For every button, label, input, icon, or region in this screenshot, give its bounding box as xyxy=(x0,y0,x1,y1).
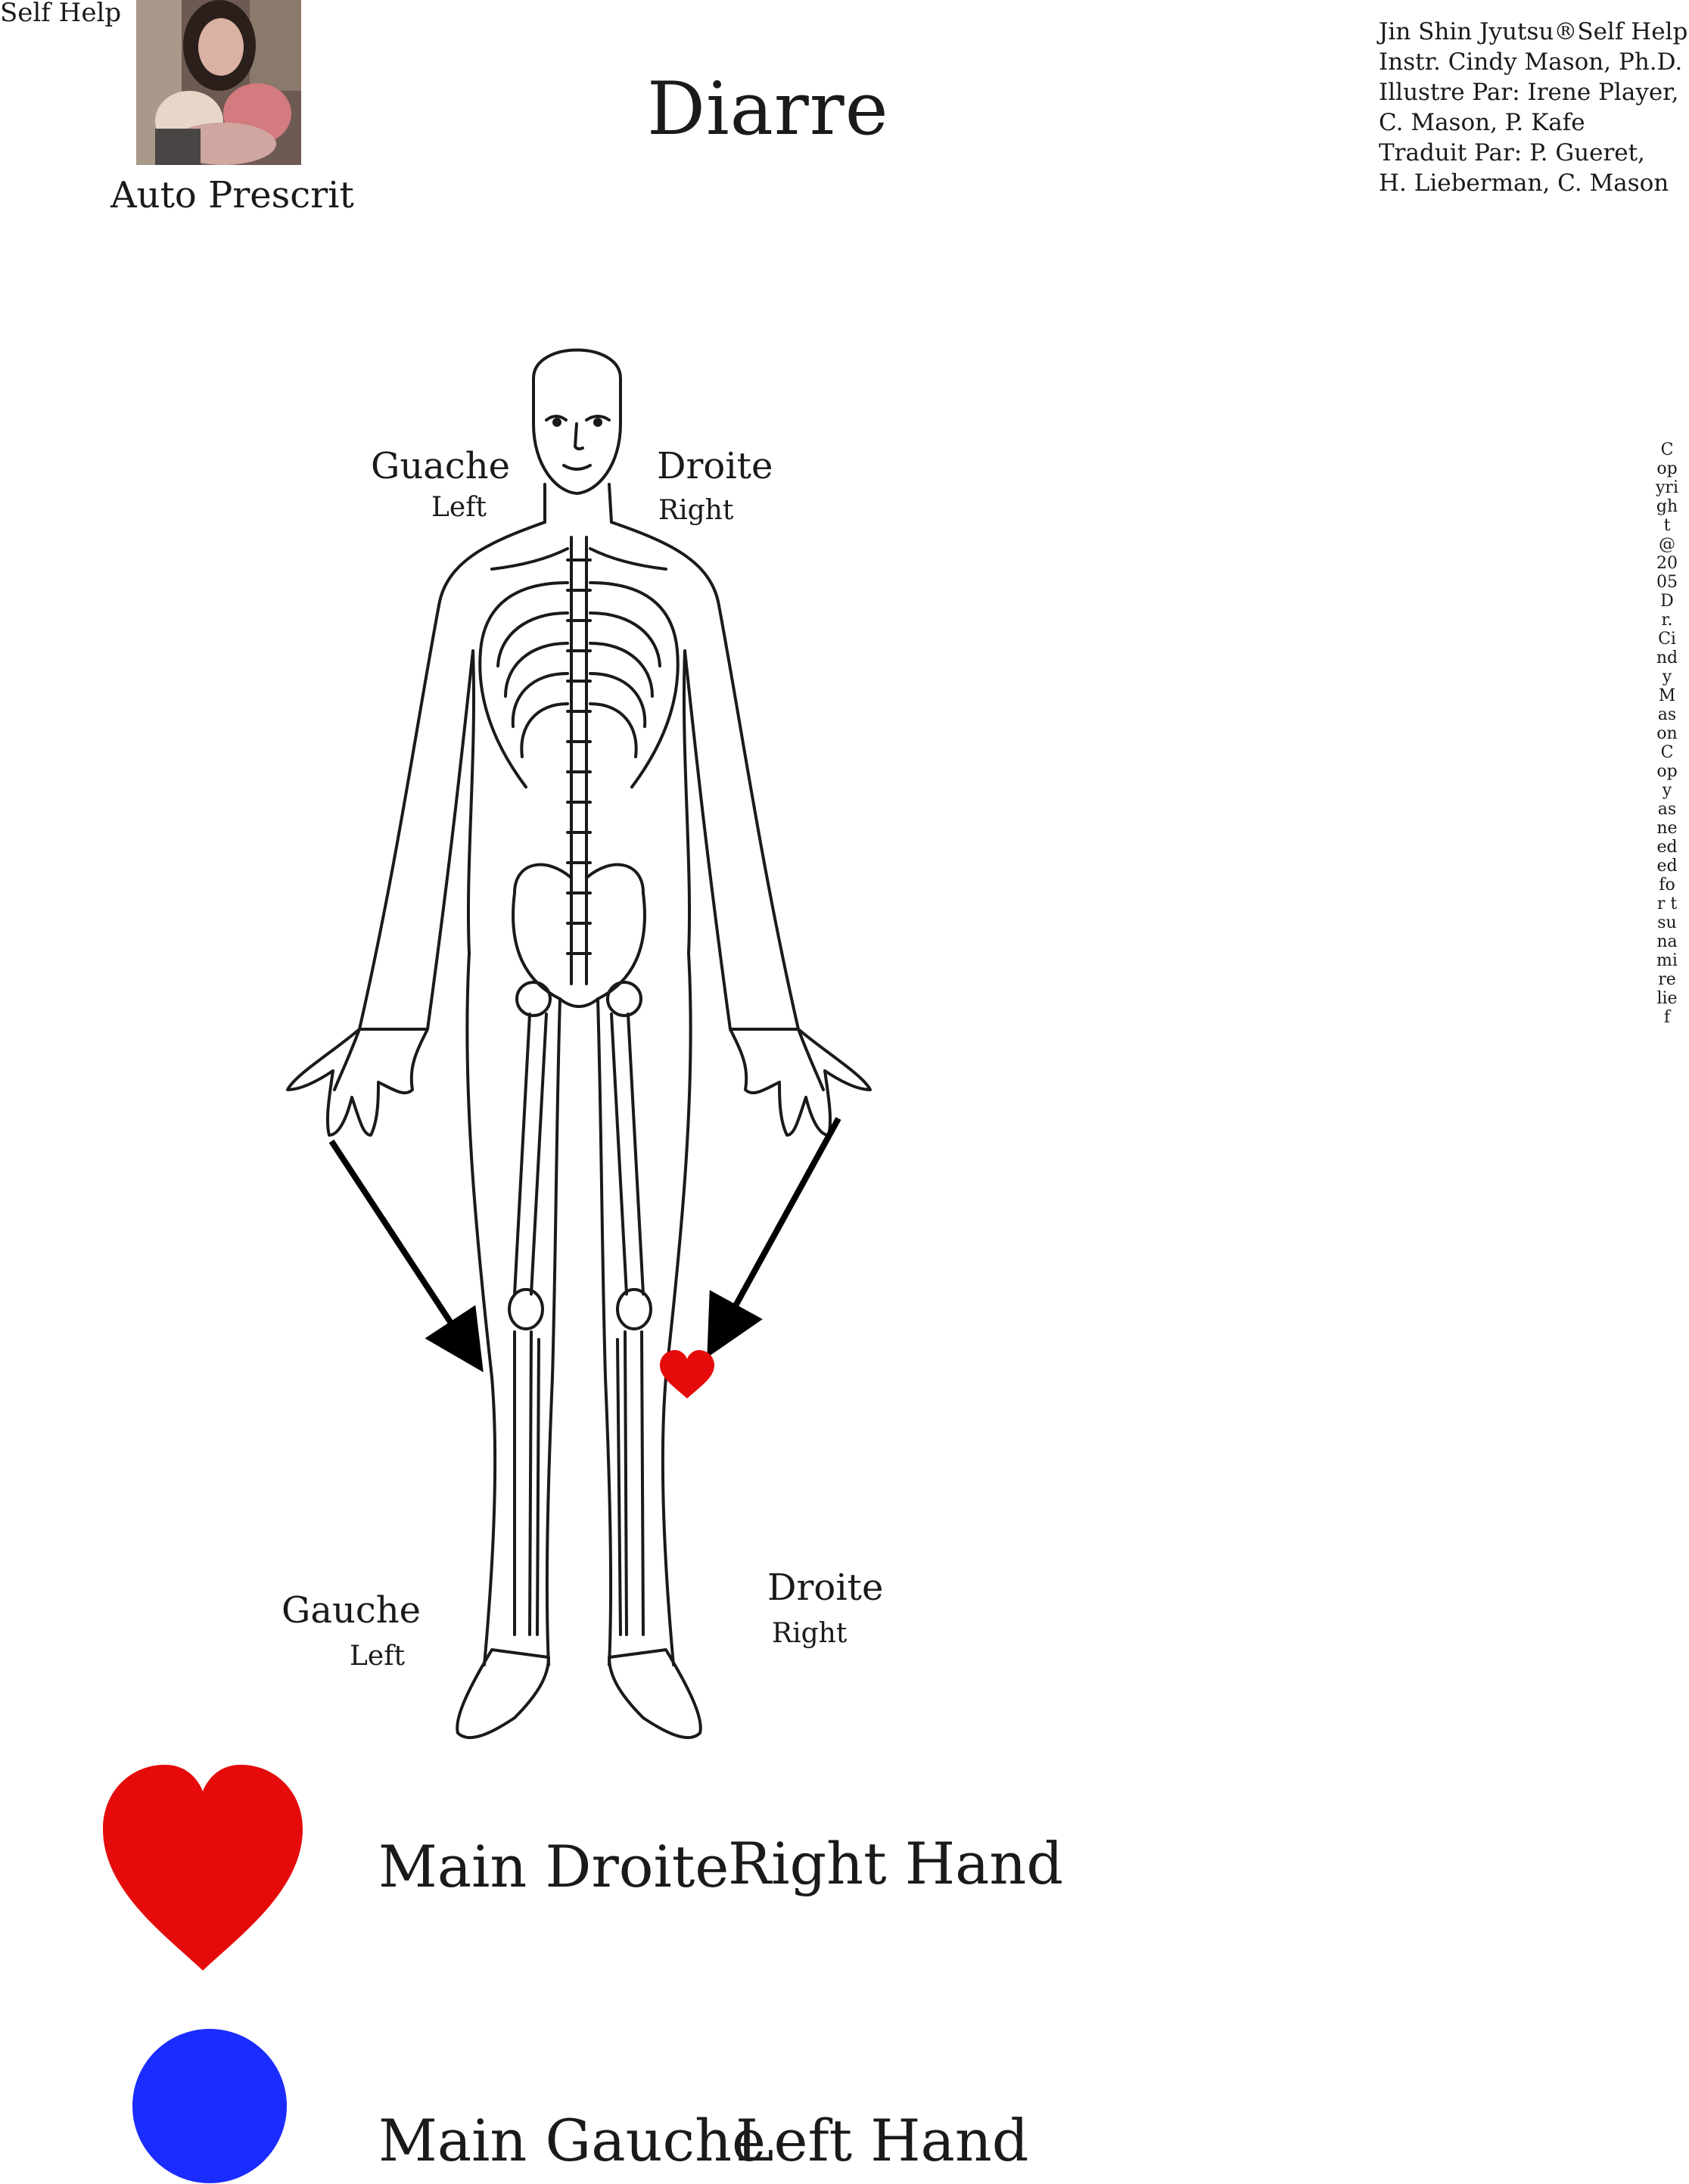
right-foot xyxy=(608,1648,702,1740)
label-upper-left-fr: Guache xyxy=(371,445,511,487)
credit-line: Jin Shin Jyutsu®Self Help xyxy=(1379,18,1688,45)
label-upper-right-fr: Droite xyxy=(657,445,773,487)
auto-prescrit-label: Auto Prescrit xyxy=(110,174,354,216)
legend-left-hand-en: Left Hand xyxy=(736,2107,1029,2174)
page-title: Diarre xyxy=(647,67,889,151)
label-upper-right-en: Right xyxy=(658,495,734,526)
neck xyxy=(543,483,613,524)
left-tibia xyxy=(513,1330,540,1636)
clavicles xyxy=(490,547,667,571)
label-upper-left-en: Left xyxy=(431,492,487,523)
credit-line: H. Lieberman, C. Mason xyxy=(1379,170,1669,197)
legend-left-hand-fr: Main Gauche xyxy=(378,2107,766,2174)
right-arm-outline xyxy=(683,604,825,1091)
label-lower-left-en: Left xyxy=(350,1641,406,1672)
instructor-photo xyxy=(136,0,301,165)
arrow-left-hand-to-knee xyxy=(328,1139,484,1373)
head-outline xyxy=(532,348,622,495)
copyright-vertical: Copyright@2005 Dr. Cindy Mason Copy as n… xyxy=(1656,440,1683,1027)
rib-cage-left xyxy=(478,581,569,789)
corner-label: Self Help xyxy=(0,0,122,28)
arrow-right-hand-to-knee xyxy=(707,1117,841,1358)
face-eyes xyxy=(545,415,611,422)
right-hand-marker-heart xyxy=(660,1350,714,1398)
left-leg-outline xyxy=(465,952,561,1666)
left-kneecap xyxy=(508,1288,544,1330)
torso-outline xyxy=(437,521,720,607)
right-tibia xyxy=(616,1330,645,1636)
legend-heart-icon xyxy=(103,1765,303,1971)
legend-circle-icon xyxy=(132,2029,287,2183)
credits-block: Jin Shin Jyutsu®Self Help Instr. Cindy M… xyxy=(1379,17,1687,198)
pelvis xyxy=(512,863,646,1008)
left-femur xyxy=(513,1013,548,1296)
credit-line: Instr. Cindy Mason, Ph.D. xyxy=(1379,48,1683,76)
right-femur xyxy=(610,1013,645,1296)
left-arm-outline xyxy=(333,604,474,1091)
spine xyxy=(570,536,588,985)
torso-sides xyxy=(466,649,692,955)
face-nose-mouth xyxy=(562,422,592,471)
credit-line: C. Mason, P. Kafe xyxy=(1379,109,1585,136)
rib-cage-right xyxy=(589,581,680,789)
credit-line: Traduit Par: P. Gueret, xyxy=(1379,139,1645,166)
left-hand xyxy=(286,1028,429,1137)
label-lower-right-fr: Droite xyxy=(767,1566,884,1609)
label-lower-right-en: Right xyxy=(772,1618,848,1649)
credit-line: Illustre Par: Irene Player, xyxy=(1379,79,1679,106)
spine-segments xyxy=(566,558,592,955)
legend-right-hand-en: Right Hand xyxy=(728,1830,1064,1897)
left-foot xyxy=(456,1648,550,1740)
legend-right-hand-fr: Main Droite xyxy=(378,1833,729,1900)
right-kneecap xyxy=(616,1288,652,1330)
label-lower-left-fr: Gauche xyxy=(282,1589,421,1632)
skeleton-diagram xyxy=(286,348,872,1740)
right-hand xyxy=(729,1028,872,1137)
